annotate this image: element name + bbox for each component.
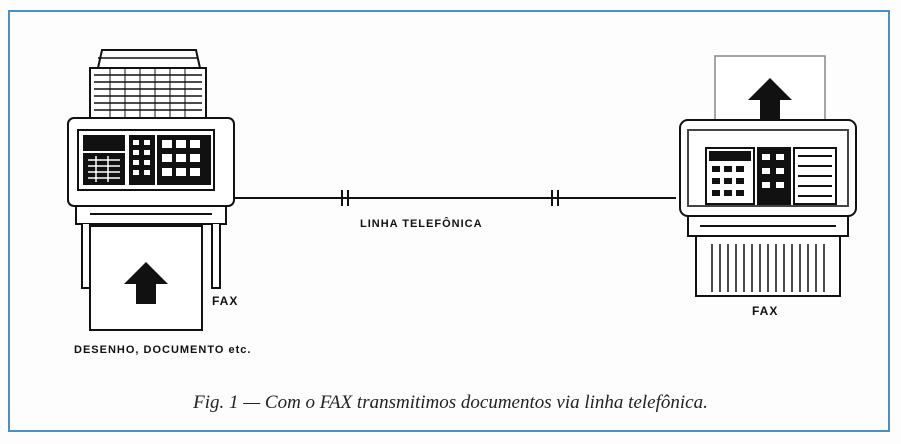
right-fax-machine <box>679 55 857 297</box>
telephone-line <box>234 190 676 206</box>
up-arrow-icon <box>124 262 168 304</box>
line-break-right-icon <box>551 190 559 206</box>
left-fax-control-panel <box>77 129 215 191</box>
up-arrow-icon <box>748 78 792 120</box>
line-break-left-icon <box>341 190 349 206</box>
figure-caption: Fig. 1 — Com o FAX transmitimos document… <box>193 392 708 413</box>
left-fax-paper-feeder <box>89 49 207 119</box>
right-fax-control-panel <box>705 147 837 205</box>
left-fax-label: FAX <box>212 294 239 308</box>
left-fax-machine <box>67 49 235 331</box>
right-fax-label: FAX <box>752 304 779 318</box>
left-document-sheet <box>89 225 203 331</box>
figure-frame <box>8 10 890 432</box>
telephone-line-label: LINHA TELEFÔNICA <box>360 218 483 230</box>
document-label: DESENHO, DOCUMENTO etc. <box>74 344 252 356</box>
